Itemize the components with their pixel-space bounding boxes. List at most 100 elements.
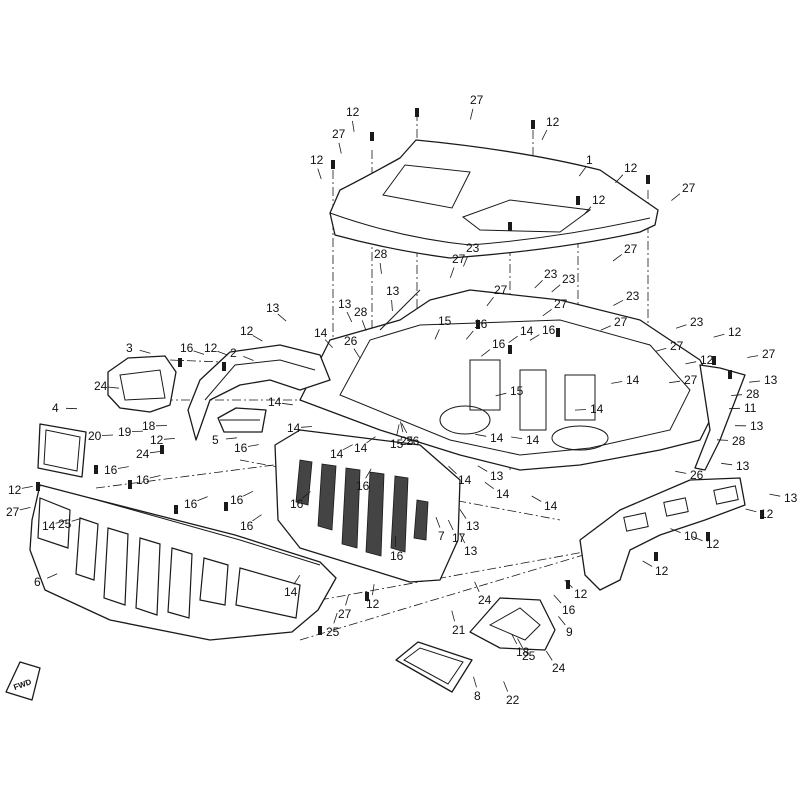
leader-line [612,254,623,262]
callout-label: 23 [690,315,704,329]
leader-line [379,262,382,274]
callout-label: 14 [626,373,640,387]
leader-line [333,612,338,624]
callout-label: 14 [458,473,472,487]
leader-line [463,256,468,267]
callout-label: 13 [736,459,750,473]
callout-label: 14 [287,421,301,435]
callout-label: 16 [390,549,404,563]
callout-label: 13 [466,519,480,533]
leader-line [642,560,653,567]
callout-label: 12 [204,341,218,355]
callout-label: 22 [506,693,520,707]
leader-line [338,142,342,154]
leader-line [675,470,687,474]
leader-line [345,594,349,606]
leader-line [365,468,372,479]
callout-label: 12 [592,193,606,207]
callout-label: 12 [706,537,720,551]
leader-line [317,168,322,180]
callout-label: 12 [655,564,669,578]
callout-label: 27 [452,252,466,266]
callout-label: 12 [310,153,324,167]
leader-line [149,475,161,479]
leader-line [449,267,455,279]
callout-label: 14 [354,441,368,455]
callout-label: 12 [346,105,360,119]
leader-line [574,409,587,411]
callout-label: 12 [574,587,588,601]
leader-line [474,581,480,592]
leader-line [692,536,703,542]
callout-label: 25 [400,434,414,448]
callout-label: 12 [150,433,164,447]
callout-label: 8 [474,689,481,703]
leader-line [470,108,474,120]
part-front-grille-shell [29,484,337,641]
leader-line [434,329,440,340]
leader-line [139,349,151,354]
callout-label: 7 [438,529,445,543]
part-left-headlamp-lens [37,423,87,478]
leader-line [55,519,67,524]
callout-label: 20 [88,429,102,443]
part-bracket-box [217,407,267,433]
callout-label: 14 [520,324,534,338]
callout-label: 27 [338,607,352,621]
leader-line [247,444,259,447]
leader-line [713,333,725,338]
leader-line [361,320,367,331]
callout-label: 27 [670,339,684,353]
callout-label: 13 [784,491,798,505]
leader-line [481,349,491,357]
leader-line [531,495,542,502]
callout-label: 18 [516,645,530,659]
leader-line [400,421,404,433]
leader-line [131,430,144,432]
leader-line [465,330,474,340]
callout-label: 14 [590,402,604,416]
callout-label: 26 [690,468,704,482]
leader-line [551,284,561,293]
callout-label: 28 [746,387,760,401]
leader-line [451,610,455,622]
callout-label: 14 [330,447,344,461]
callout-label: 24 [94,379,108,393]
leader-line [149,451,161,454]
leader-line [324,339,333,348]
leader-line [163,438,175,440]
callout-label: 16 [234,441,248,455]
leader-line [366,436,376,444]
callout-label: 14 [496,487,510,501]
callout-label: 24 [136,447,150,461]
leader-line [293,574,301,585]
callout-label: 27 [614,315,628,329]
leader-line [545,650,553,661]
leader-line [495,392,507,397]
callout-label: 15 [390,437,404,451]
leader-line [671,193,681,201]
leader-line [541,129,548,140]
callout-label: 9 [566,625,573,639]
leader-line [511,634,518,645]
callout-label: 16 [230,493,244,507]
callout-label: 27 [332,127,346,141]
callout-label: 27 [470,93,484,107]
leader-line [655,347,667,352]
leader-line [721,462,733,466]
leader-line [21,486,33,489]
leader-line [459,533,466,544]
callout-label: 16 [492,337,506,351]
leader-line [117,466,129,469]
leader-line [300,426,312,428]
callout-label: 16 [562,603,576,617]
leader-line [670,528,681,533]
callout-label: 16 [290,497,304,511]
leader-line [252,514,262,522]
leader-line [448,465,457,475]
callout-label: 21 [452,623,466,637]
leader-line [346,311,353,323]
callout-label: 25 [58,517,72,531]
